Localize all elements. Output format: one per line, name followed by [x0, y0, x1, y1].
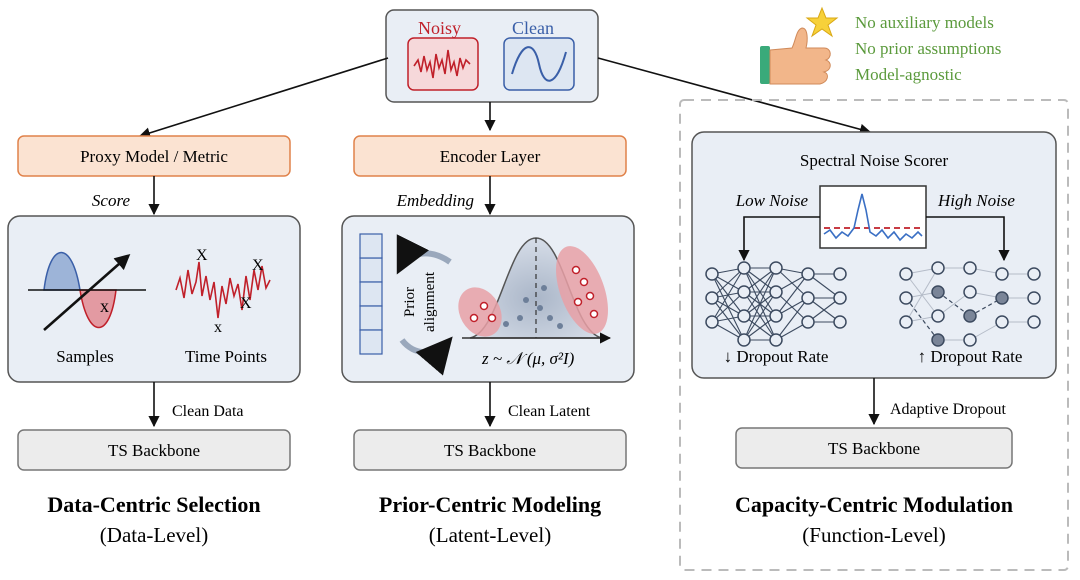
x-mark: x: [214, 319, 222, 336]
ts-backbone-box: [353, 429, 627, 471]
ts-backbone-box: [735, 427, 1013, 469]
column-subtitle: (Latent-Level): [429, 523, 551, 547]
benefit-item: No auxiliary models: [855, 13, 994, 32]
noisy-label: Noisy: [418, 18, 461, 38]
clean-data-label: Clean Data: [172, 403, 244, 420]
samples-graphic: x: [28, 251, 146, 331]
alignment-arrow-icon: [396, 234, 452, 275]
column-title: Data-Centric Selection: [47, 492, 260, 517]
ts-backbone-label: TS Backbone: [828, 439, 920, 458]
gaussian-distribution-graphic: [458, 237, 612, 344]
x-mark: X: [240, 295, 252, 312]
clean-label: Clean: [512, 18, 554, 38]
benefit-item: No prior assumptions: [855, 39, 1001, 58]
low-noise-label: Low Noise: [735, 191, 809, 210]
dropout-network-icon: [899, 261, 1041, 347]
benefit-item: Model-agnostic: [855, 65, 962, 84]
dense-network-icon: [705, 261, 847, 347]
capacity-centric-column: Spectral Noise Scorer Low Noise High Noi…: [679, 99, 1069, 571]
column-subtitle: (Function-Level): [802, 523, 945, 547]
arrow-high-noise: [926, 216, 1010, 262]
samples-label: Samples: [56, 347, 114, 366]
clean-signal-icon: [511, 46, 567, 82]
adaptive-dropout-label: Adaptive Dropout: [890, 401, 1007, 418]
embedding-vector-icon: [359, 233, 383, 355]
x-mark: X: [196, 247, 208, 264]
high-dropout-label: ↑ Dropout Rate: [918, 347, 1023, 366]
ts-backbone-box: [17, 429, 291, 471]
arrow-to-capacity: [597, 57, 872, 135]
clean-latent-label: Clean Latent: [508, 403, 591, 420]
prior-formula: z ~ 𝒩 (μ, σ²I): [481, 349, 575, 368]
prior-alignment-label: alignment: [422, 271, 438, 332]
data-centric-column: Proxy Model / Metric Score x Samples X x…: [7, 135, 301, 547]
noisy-signal-icon: [413, 49, 471, 79]
low-dropout-label: ↓ Dropout Rate: [724, 347, 829, 366]
proxy-model-label: Proxy Model / Metric: [80, 147, 228, 166]
column-subtitle: (Data-Level): [100, 523, 208, 547]
encoder-layer-label: Encoder Layer: [440, 147, 541, 166]
prior-alignment-label: Prior: [402, 287, 418, 317]
high-noise-label: High Noise: [937, 191, 1015, 210]
score-label: Score: [92, 191, 131, 210]
thumbs-up-icon: [760, 27, 831, 85]
proposed-method-frame: [679, 99, 1069, 571]
ts-backbone-label: TS Backbone: [108, 441, 200, 460]
time-points-graphic: X x X X: [175, 247, 271, 336]
embedding-label: Embedding: [396, 191, 474, 210]
benefits-panel: No auxiliary models No prior assumptions…: [760, 6, 1001, 85]
input-box: Noisy Clean: [385, 9, 599, 103]
x-mark: x: [100, 296, 109, 316]
spectral-scorer-label: Spectral Noise Scorer: [800, 151, 949, 170]
prior-centric-column: Encoder Layer Embedding Prior alignment: [341, 135, 635, 547]
column-title: Capacity-Centric Modulation: [735, 492, 1013, 517]
arrow-low-noise: [738, 216, 820, 262]
column-title: Prior-Centric Modeling: [379, 492, 601, 517]
alignment-arrow-icon: [399, 336, 453, 376]
arrow-to-proxy: [138, 57, 389, 139]
ts-backbone-label: TS Backbone: [444, 441, 536, 460]
time-points-label: Time Points: [185, 347, 267, 366]
x-mark: X: [252, 257, 264, 274]
spectrum-graphic: [819, 185, 927, 249]
star-icon: [805, 6, 839, 38]
